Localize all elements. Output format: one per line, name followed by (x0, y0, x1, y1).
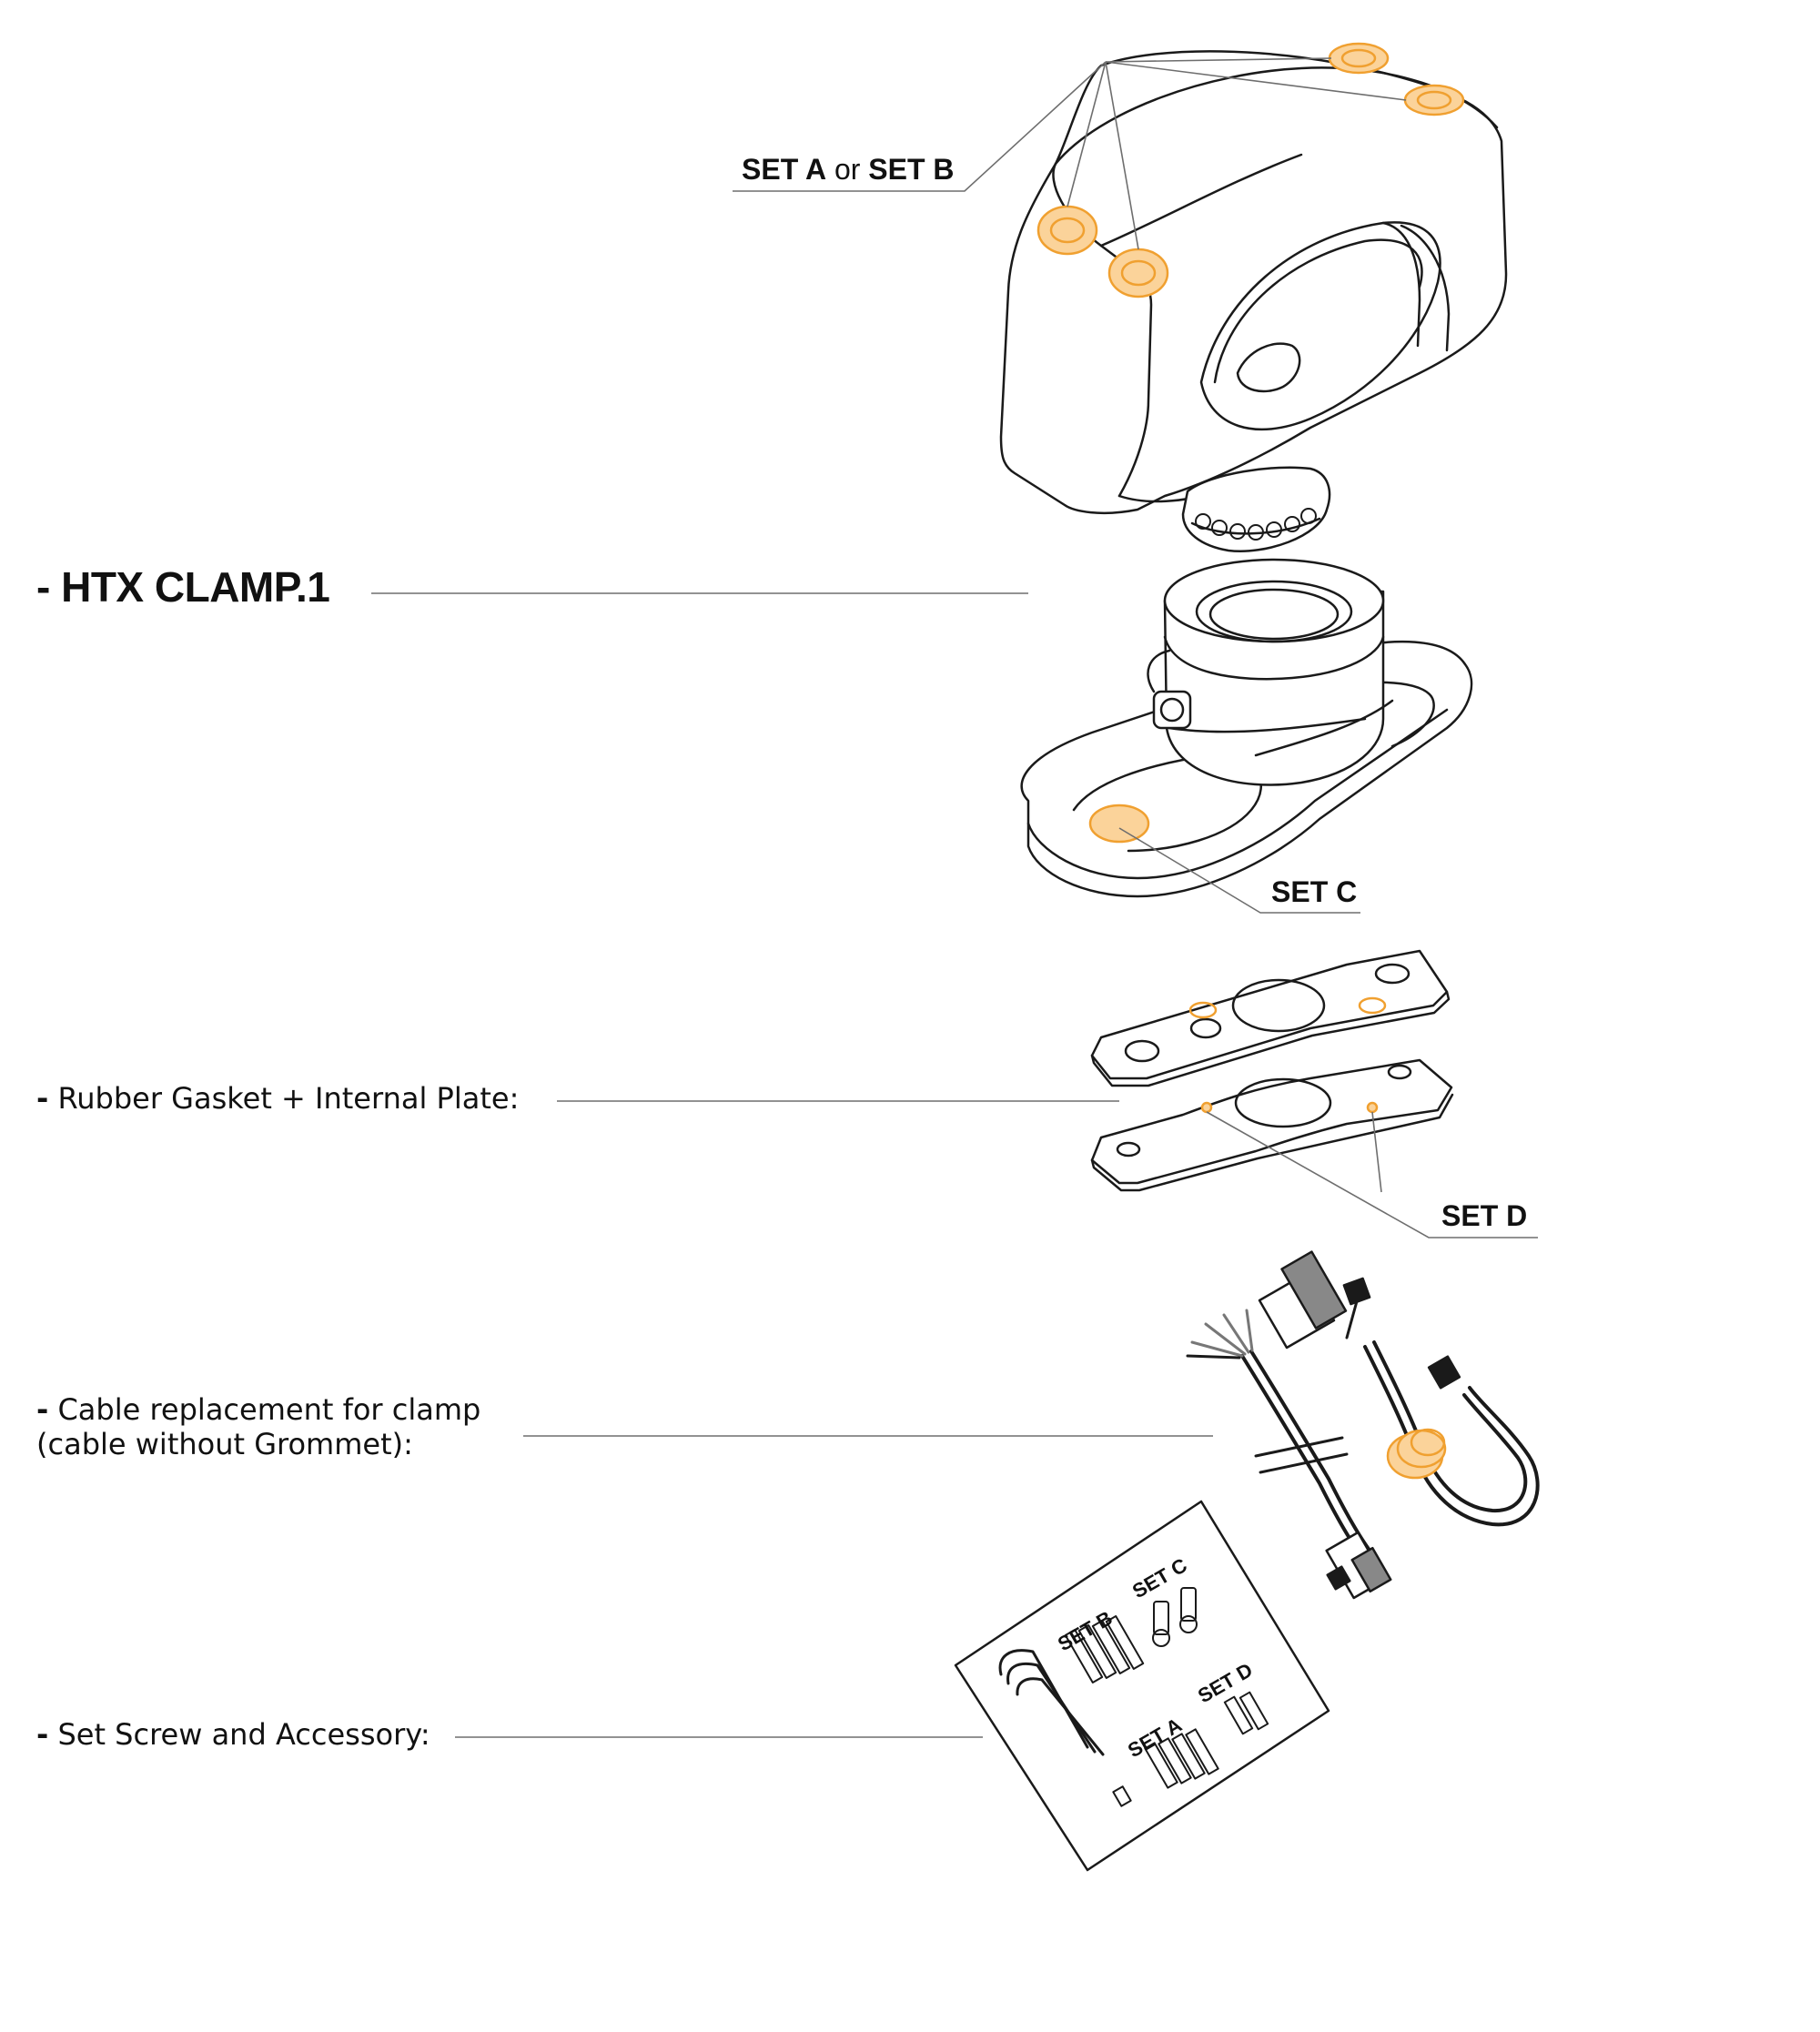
accessory-kit-illustration (954, 1500, 1330, 1872)
product-title: - HTX CLAMP.1 (36, 563, 330, 611)
callout-set-d: SET D (1441, 1199, 1528, 1232)
callout-set-a-or-b: SET A or SET B (742, 153, 955, 186)
leader-lines (371, 57, 1538, 1738)
component-gasket-label: - Rubber Gasket + Internal Plate: (36, 1081, 520, 1116)
callout-set-c: SET C (1271, 875, 1358, 908)
product-title-text: HTX CLAMP.1 (61, 563, 330, 611)
highlight-hardware (1036, 42, 1465, 1480)
cable-assembly-illustration (1186, 1250, 1540, 1600)
component-cable-label: - Cable replacement for clamp (cable wit… (36, 1392, 481, 1461)
clamp-body-illustration (999, 50, 1508, 552)
internal-plate-illustration (1090, 1058, 1454, 1192)
rubber-gasket-illustration (1090, 949, 1451, 1087)
component-screws-label: - Set Screw and Accessory: (36, 1717, 430, 1752)
base-mount-illustration (1020, 558, 1473, 898)
